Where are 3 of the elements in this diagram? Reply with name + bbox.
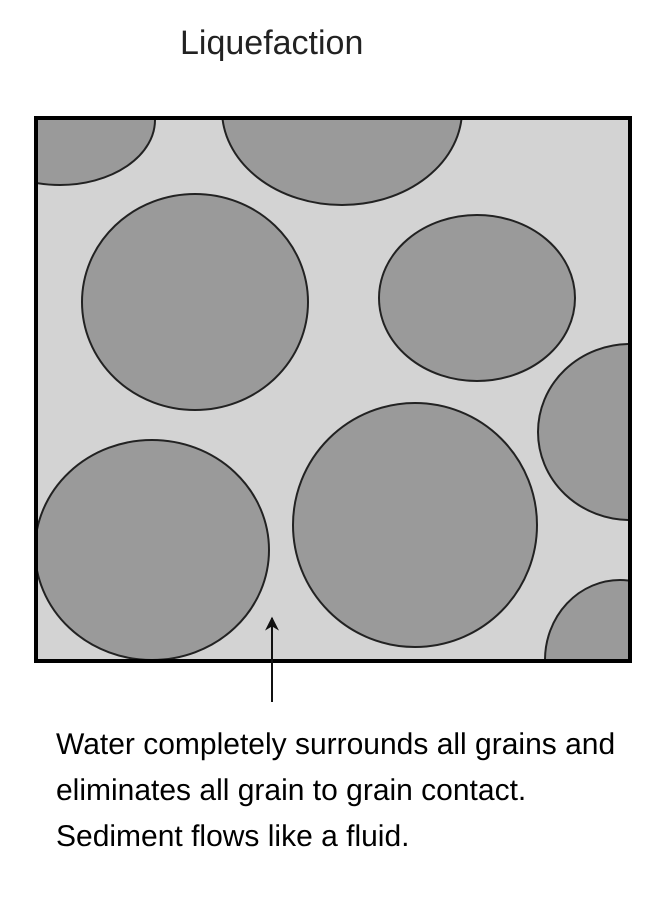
title: Liquefaction — [180, 23, 364, 64]
leader-arrow — [265, 616, 279, 702]
caption-text: Water completely surrounds all grains and eliminates all grain to grain contact. Sediment flows like a fluid. — [56, 727, 616, 855]
